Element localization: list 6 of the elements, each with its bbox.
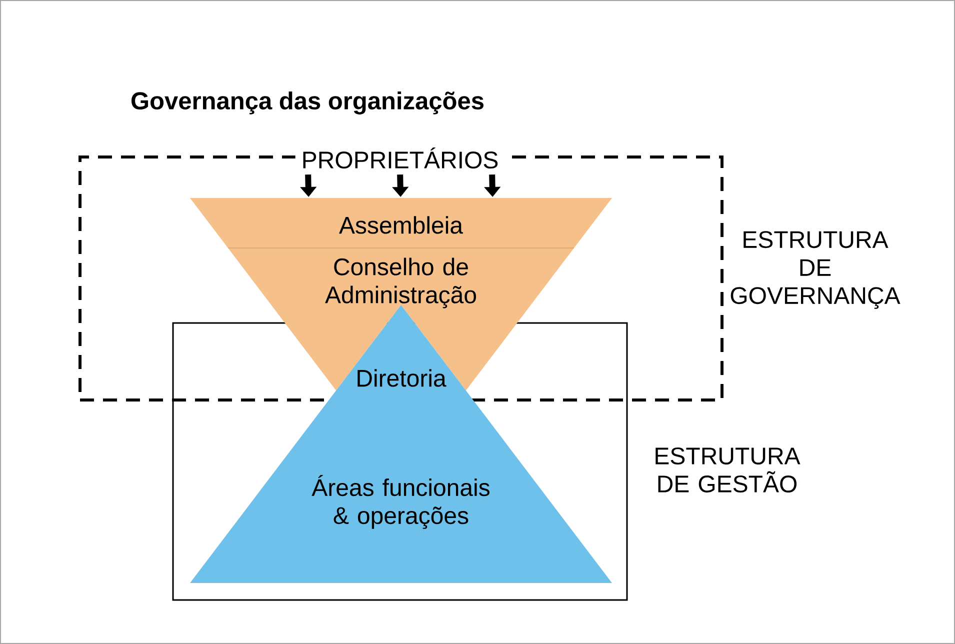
box-label: ESTRUTURA DE GESTÃO [656, 448, 800, 492]
owners-label: PROPRIETÁRIOS [295, 144, 505, 172]
assembly-band: Assembleia [190, 198, 612, 248]
node-label: Assembleia [339, 216, 464, 234]
title: Governança das organizações [132, 92, 484, 114]
box-label: ESTRUTURA DE GOVERNANÇA [730, 231, 900, 309]
